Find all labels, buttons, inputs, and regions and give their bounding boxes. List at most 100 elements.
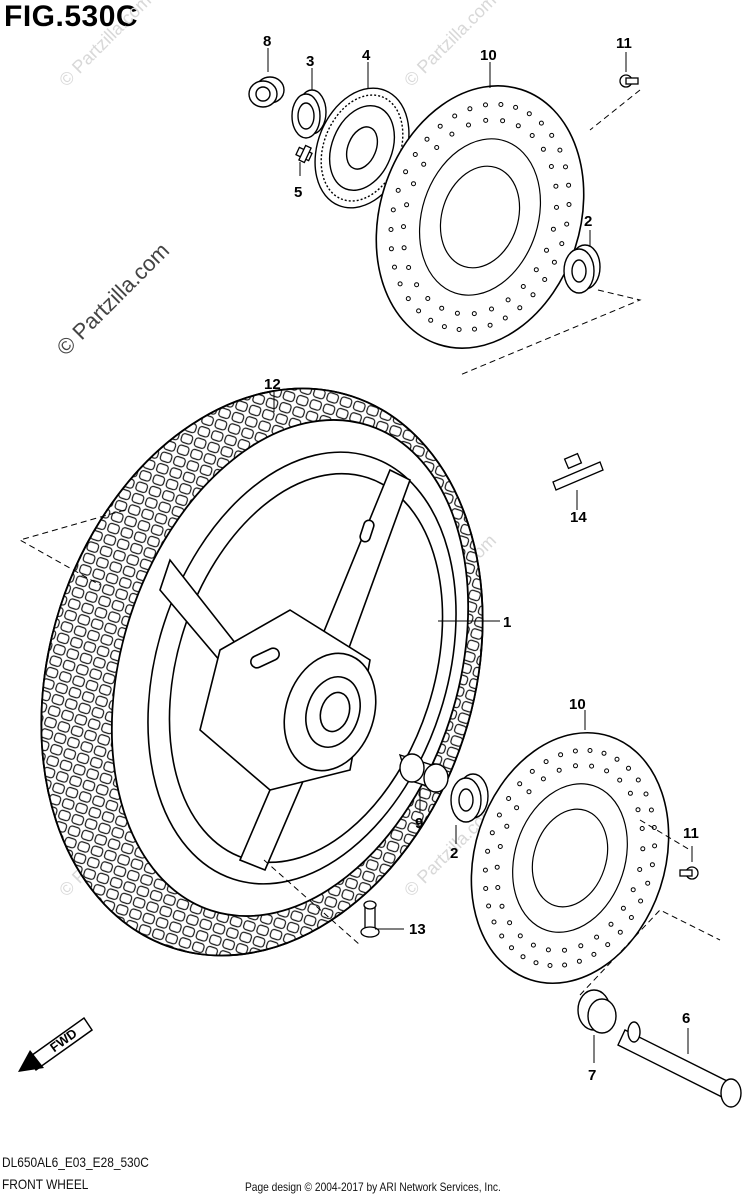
- disc-hole: [554, 204, 559, 210]
- disc-hole: [548, 164, 554, 169]
- disc-hole: [617, 777, 623, 783]
- disc-hole: [562, 962, 568, 968]
- disc-hole: [412, 152, 418, 157]
- disc-hole: [530, 292, 536, 298]
- disc-hole: [454, 310, 460, 316]
- part-6-axle[interactable]: [617, 1021, 742, 1108]
- disc-hole: [538, 120, 544, 126]
- disc-hole: [573, 763, 578, 769]
- disc-hole: [517, 933, 523, 939]
- part-10-brake-disc-upper[interactable]: [343, 59, 616, 376]
- disc-hole: [395, 187, 401, 193]
- callout-labels: 8 3 4 5 10 11 2 12 14 1 10 9 2 11 13 6 7: [263, 33, 699, 1084]
- part-11-disc-bolt-lower[interactable]: [679, 866, 699, 880]
- callout-2-lower: 2: [450, 845, 458, 862]
- part-5-bolt[interactable]: [295, 144, 313, 164]
- callout-11-lower: 11: [683, 825, 699, 842]
- disc-hole: [559, 241, 565, 247]
- disc-hole: [591, 951, 597, 957]
- disc-hole: [471, 311, 477, 317]
- leader-lines: [18, 48, 721, 1063]
- disc-hole: [589, 763, 595, 769]
- disc-hole: [467, 106, 473, 112]
- disc-hole: [645, 880, 651, 886]
- callout-2-upper: 2: [584, 213, 592, 230]
- disc-hole: [428, 317, 434, 323]
- disc-hole: [550, 226, 556, 232]
- disc-hole: [558, 752, 564, 758]
- disc-hole: [540, 146, 546, 152]
- model-code: DL650AL6_E03_E28_530C: [2, 1154, 149, 1170]
- disc-hole: [543, 759, 549, 765]
- figure-caption: FRONT WHEEL: [2, 1176, 89, 1192]
- disc-hole: [630, 887, 636, 893]
- part-8-dust-seal[interactable]: [248, 76, 285, 108]
- disc-hole: [403, 169, 409, 175]
- callout-12: 12: [264, 376, 281, 393]
- disc-hole: [489, 306, 494, 312]
- disc-hole: [533, 267, 539, 273]
- disc-hole: [404, 202, 410, 208]
- disc-hole: [542, 277, 548, 282]
- disc-hole: [601, 750, 607, 756]
- disc-hole: [628, 915, 634, 920]
- disc-hole: [605, 942, 611, 948]
- disc-hole: [506, 796, 512, 801]
- part-2-bearing-lower[interactable]: [450, 773, 489, 823]
- disc-hole: [526, 111, 532, 117]
- disc-hole: [416, 308, 422, 314]
- disc-hole: [547, 963, 553, 968]
- disc-hole: [496, 812, 502, 818]
- callout-14: 14: [570, 509, 587, 526]
- part-10-brake-disc-lower[interactable]: [440, 707, 700, 1009]
- part-1-wheel[interactable]: [95, 412, 508, 924]
- callout-1: 1: [503, 614, 511, 631]
- disc-hole: [424, 136, 430, 142]
- part-7-collar[interactable]: [577, 989, 617, 1034]
- disc-hole: [452, 113, 458, 119]
- part-11-disc-bolt-upper[interactable]: [619, 74, 639, 88]
- disc-hole: [401, 245, 407, 251]
- disc-hole: [406, 265, 412, 270]
- disc-hole: [635, 777, 641, 783]
- disc-hole: [499, 903, 505, 909]
- disc-hole: [640, 846, 646, 852]
- callout-13: 13: [409, 921, 426, 938]
- part-3-oil-seal[interactable]: [291, 89, 327, 139]
- disc-hole: [566, 182, 572, 188]
- disc-hole: [500, 118, 506, 124]
- part-2-bearing-upper[interactable]: [563, 244, 601, 294]
- disc-hole: [649, 862, 655, 868]
- disc-hole: [614, 756, 620, 762]
- disc-hole: [617, 929, 623, 935]
- disc-hole: [489, 830, 495, 836]
- callout-3: 3: [306, 53, 314, 70]
- part-14-balance-weight[interactable]: [552, 452, 604, 491]
- disc-hole: [544, 247, 549, 253]
- disc-hole: [517, 781, 523, 787]
- disc-hole: [485, 848, 491, 854]
- disc-hole: [572, 748, 578, 754]
- disc-hole: [639, 826, 645, 831]
- disc-hole: [513, 104, 519, 110]
- disc-hole: [456, 327, 462, 332]
- callout-11-upper: 11: [616, 35, 632, 52]
- disc-hole: [505, 297, 511, 303]
- disc-hole: [637, 867, 643, 872]
- disc-hole: [449, 131, 455, 137]
- disc-hole: [627, 790, 633, 796]
- part-9-spacer[interactable]: [398, 753, 449, 793]
- disc-hole: [530, 942, 536, 948]
- disc-hole: [553, 183, 559, 189]
- callout-7: 7: [588, 1067, 596, 1084]
- callout-10-upper: 10: [480, 47, 497, 64]
- disc-hole: [411, 181, 416, 187]
- disc-hole: [517, 305, 523, 311]
- part-13-valve[interactable]: [360, 900, 380, 938]
- disc-hole: [482, 867, 488, 873]
- disc-hole: [566, 202, 572, 207]
- disc-hole: [564, 221, 570, 227]
- disc-hole: [483, 102, 488, 108]
- disc-hole: [486, 903, 492, 909]
